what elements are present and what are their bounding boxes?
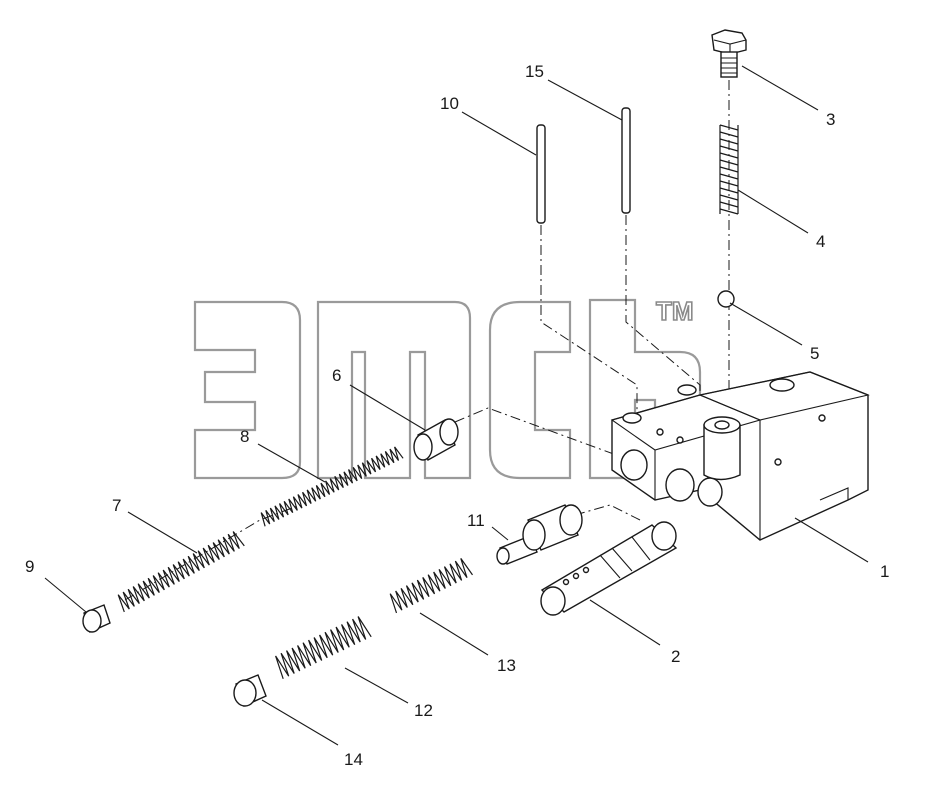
leader-2	[589, 599, 661, 646]
bore-lower	[665, 468, 695, 502]
valve-body	[610, 371, 870, 541]
bore-upper	[620, 449, 648, 481]
leader-15	[547, 79, 623, 121]
boss-column	[703, 424, 741, 481]
spring-13	[389, 558, 473, 614]
leader-lines	[44, 65, 869, 746]
spring-4	[719, 124, 739, 215]
piston-stem-end	[496, 547, 510, 565]
small-hole-3	[774, 458, 782, 466]
plug-14	[233, 674, 267, 707]
spring-4-coils	[719, 124, 739, 215]
spool-grooves	[599, 536, 651, 579]
leader-8	[257, 443, 326, 483]
valve-body-notch	[819, 487, 849, 501]
mount-hole-3	[622, 412, 642, 424]
label-part-15: 15	[525, 62, 544, 81]
piston	[496, 504, 583, 565]
leader-7	[127, 511, 198, 554]
small-hole-1	[656, 428, 664, 436]
label-part-8: 8	[240, 427, 249, 446]
leader-13	[419, 612, 489, 656]
boss-hole	[714, 420, 730, 430]
pin-10-body	[536, 124, 546, 224]
spool-valve	[540, 521, 678, 616]
label-part-10: 10	[440, 94, 459, 113]
axis-lower-bore	[574, 504, 641, 521]
assembly-axes	[124, 80, 730, 601]
spool-hole-2	[572, 572, 580, 580]
label-part-9: 9	[25, 557, 34, 576]
spool-hole-1	[562, 578, 570, 586]
leader-11	[491, 526, 509, 541]
spring-4-outline	[719, 125, 739, 214]
mount-hole-2	[677, 384, 697, 396]
pin-15	[621, 107, 631, 214]
watermark-letter-1	[193, 300, 302, 480]
spool-end	[540, 586, 566, 616]
spring-7	[117, 531, 245, 613]
watermark-letter-2	[316, 300, 472, 480]
mount-hole-1	[769, 378, 795, 392]
leader-9	[44, 577, 87, 613]
label-part-5: 5	[810, 344, 819, 363]
plug-9	[82, 604, 111, 633]
bore-side	[697, 477, 723, 507]
leader-12	[344, 667, 409, 704]
sleeve	[413, 418, 459, 461]
axis-pin-10	[540, 225, 638, 430]
plug-14-face	[233, 679, 257, 707]
leader-4	[737, 189, 809, 234]
watermark-letter-3	[488, 300, 572, 480]
spring-8	[260, 446, 404, 527]
leader-3	[741, 65, 819, 111]
valve-body-top-right	[698, 371, 870, 421]
bolt-head	[711, 29, 747, 55]
label-part-7: 7	[112, 496, 121, 515]
leader-10	[461, 111, 537, 156]
pin-10	[536, 124, 546, 224]
axis-upper-bore	[454, 407, 631, 461]
label-part-4: 4	[816, 232, 825, 251]
pin-15-body	[621, 107, 631, 214]
label-part-6: 6	[332, 366, 341, 385]
plug-9-face	[82, 609, 102, 633]
sleeve-end	[413, 433, 433, 461]
label-part-2: 2	[671, 647, 680, 666]
leader-14	[261, 699, 339, 746]
label-part-14: 14	[344, 750, 363, 769]
spool-hole-3	[582, 566, 590, 574]
small-hole-4	[818, 414, 826, 422]
sleeve-far-end	[439, 418, 459, 446]
label-part-12: 12	[414, 701, 433, 720]
part-labels: 1 2 3 4 5 6 7 8 9 10 11 12 13 14 15	[25, 62, 889, 769]
label-part-1: 1	[880, 562, 889, 581]
ball	[717, 290, 735, 308]
label-part-11: 11	[467, 511, 485, 530]
leader-6	[349, 384, 426, 431]
small-hole-2	[676, 436, 684, 444]
label-part-13: 13	[497, 656, 516, 675]
spool-far-end	[651, 521, 677, 551]
bolt-thread	[721, 57, 737, 74]
spring-12	[275, 616, 372, 679]
piston-head-face	[522, 519, 546, 551]
leader-5	[729, 302, 803, 346]
watermark-tm: TM	[656, 296, 694, 326]
piston-head-back	[559, 504, 583, 536]
leader-1	[794, 517, 869, 563]
bolt	[711, 29, 747, 78]
label-part-3: 3	[826, 110, 835, 129]
